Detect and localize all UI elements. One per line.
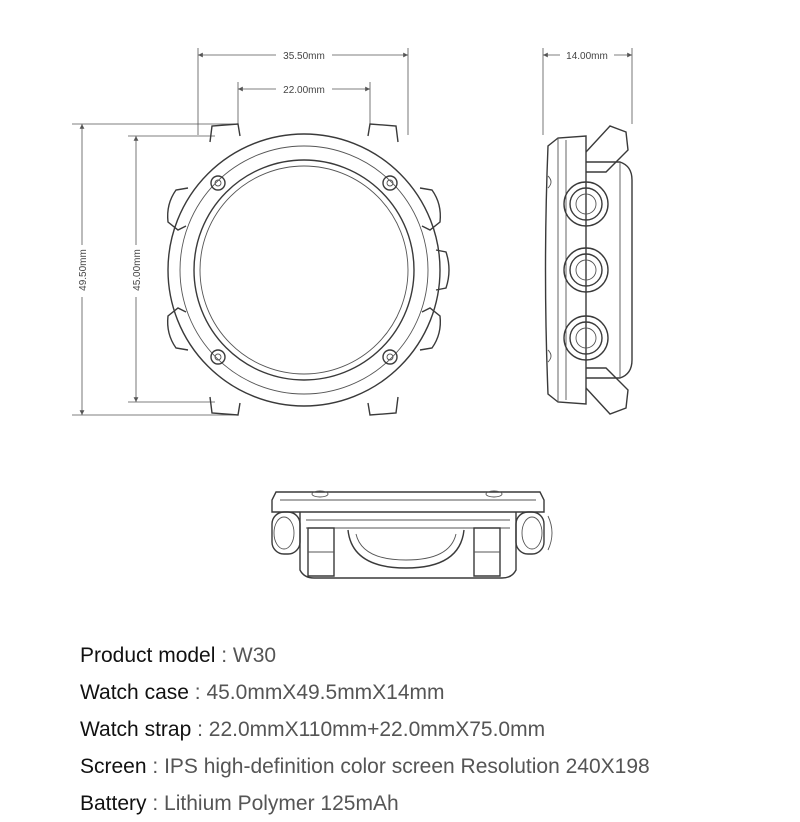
bottom-button-right (515, 511, 545, 555)
lug-bottom-left (209, 396, 241, 416)
case-outer (167, 133, 441, 407)
dim-label-total-height: 49.50mm (78, 249, 89, 291)
spec-value: 45.0mmX49.5mmX14mm (206, 681, 445, 704)
side-lug-top (585, 125, 629, 173)
bottom-button-right-cap (547, 515, 553, 551)
dim-label-case-height: 45.00mm (132, 249, 143, 291)
spec-value: W30 (232, 644, 277, 667)
screw-bottom-left (210, 349, 226, 365)
bottom-lug-left (307, 527, 335, 577)
side-button-middle (563, 247, 609, 293)
bottom-pin-right (485, 490, 503, 498)
side-case-body (544, 135, 587, 405)
lug-top-left (209, 123, 241, 143)
button-right-middle (435, 249, 450, 291)
spec-value: IPS high-definition color screen Resolut… (164, 755, 650, 778)
lug-top-right (367, 123, 399, 143)
side-button-bottom (563, 315, 609, 361)
button-left-top (166, 187, 189, 231)
button-right-bottom (419, 307, 442, 351)
screen-inner (199, 165, 409, 375)
spec-product-model: Product model : W30 (80, 644, 277, 667)
side-button-top (563, 181, 609, 227)
spec-label: Watch case (80, 681, 189, 704)
bottom-case-body (299, 512, 517, 579)
spec-list: Product model : W30 Watch case : 45.0mmX… (80, 637, 650, 822)
spec-value: 22.0mmX110mm+22.0mmX75.0mm (208, 718, 546, 741)
dim-label-case-width: 35.50mm (283, 51, 325, 62)
spec-watch-strap: Watch strap : 22.0mmX110mm+22.0mmX75.0mm (80, 718, 546, 741)
technical-drawing: 35.50mm 22.00mm 49.50mm 45.00mm (72, 48, 633, 579)
spec-watch-case: Watch case : 45.0mmX49.5mmX14mm (80, 681, 445, 704)
bottom-top-rim (271, 491, 545, 513)
bottom-center-curve (347, 529, 465, 569)
spec-battery: Battery : Lithium Polymer 125mAh (80, 792, 399, 815)
side-view: 14.00mm (542, 48, 633, 415)
side-bezel (586, 161, 633, 379)
screw-top-right (382, 175, 398, 191)
bezel-ring (179, 145, 429, 395)
bottom-pin-left (311, 490, 329, 498)
side-lug-bottom (585, 367, 629, 415)
spec-label: Product model (80, 644, 216, 667)
bottom-view (271, 490, 553, 579)
dim-label-strap-width: 22.00mm (283, 85, 325, 96)
spec-value: Lithium Polymer 125mAh (164, 792, 399, 815)
screw-bottom-right (382, 349, 398, 365)
side-pin-bottom (547, 349, 552, 363)
screw-top-left (210, 175, 226, 191)
bottom-lug-right (473, 527, 501, 577)
side-pin-top (547, 175, 552, 189)
spec-screen: Screen : IPS high-definition color scree… (80, 755, 650, 778)
spec-label: Battery (80, 792, 147, 815)
spec-label: Watch strap (80, 718, 192, 741)
dim-label-thickness: 14.00mm (566, 51, 608, 62)
button-left-bottom (166, 307, 189, 351)
spec-label: Screen (80, 755, 147, 778)
screen-outer (193, 159, 415, 381)
bottom-button-left (271, 511, 301, 555)
button-right-top (419, 187, 442, 231)
front-view: 35.50mm 22.00mm 49.50mm 45.00mm (72, 48, 450, 416)
lug-bottom-right (367, 396, 399, 416)
